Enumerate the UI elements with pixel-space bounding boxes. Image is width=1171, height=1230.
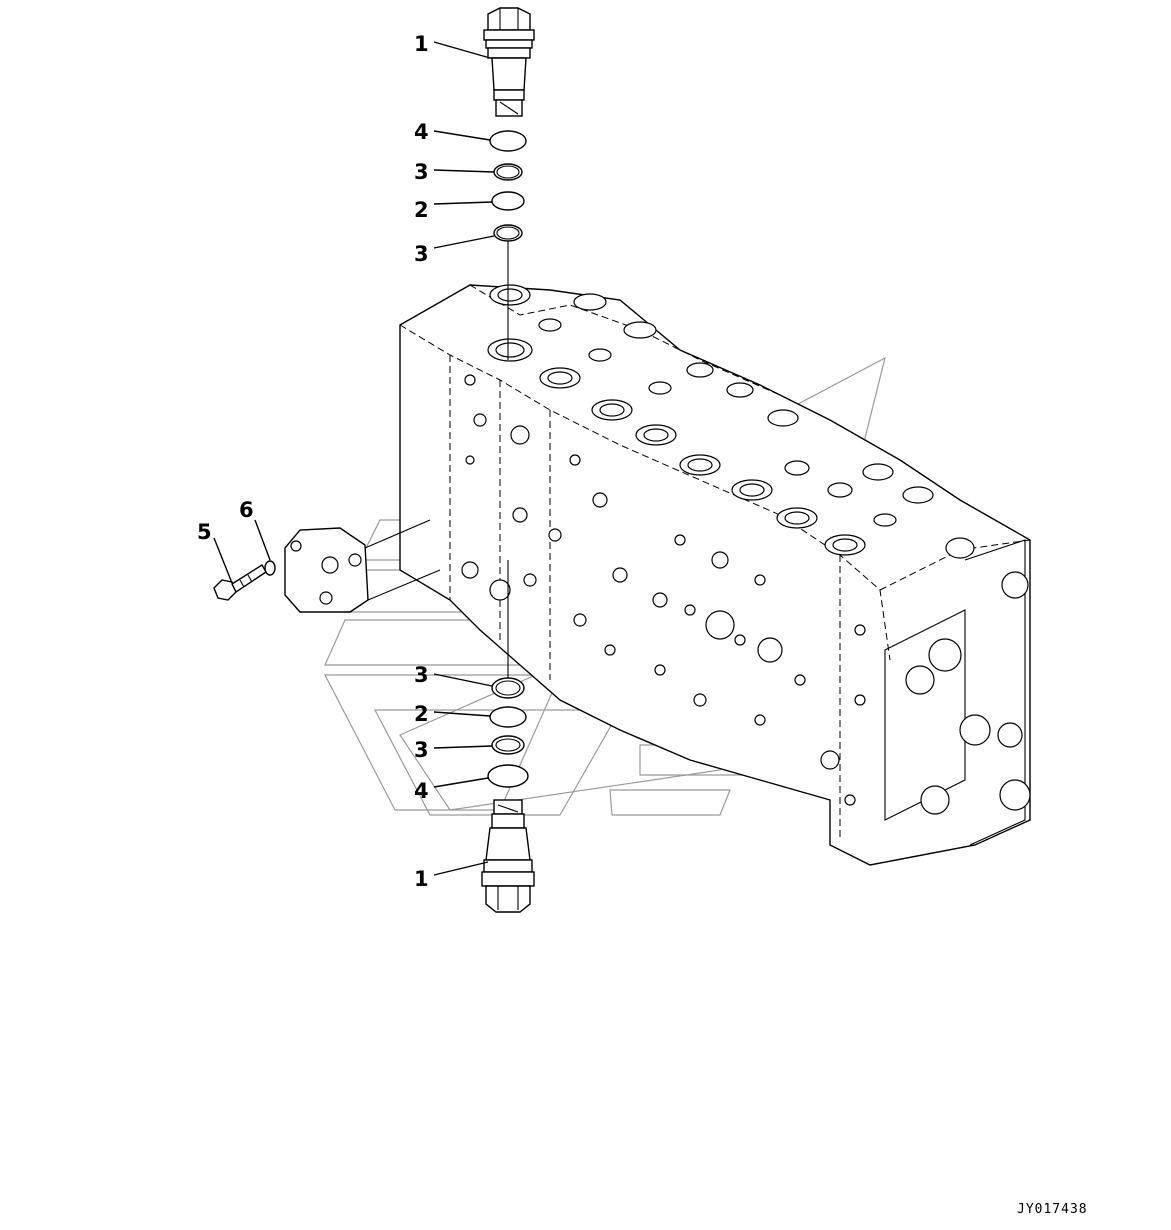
callout-top-ring-3b: 3 bbox=[414, 242, 429, 266]
bottom-plug-part-1 bbox=[481, 799, 535, 913]
top-ring-3b bbox=[493, 224, 523, 242]
top-ring-2 bbox=[491, 191, 525, 211]
valve-body bbox=[399, 284, 1031, 866]
bolt-part-5 bbox=[213, 564, 267, 601]
leader-lines bbox=[213, 41, 495, 876]
bottom-ring-2 bbox=[489, 706, 527, 728]
top-ring-4 bbox=[489, 130, 527, 152]
side-cover bbox=[284, 519, 441, 613]
washer-part-6 bbox=[264, 560, 276, 576]
callout-top-plug: 1 bbox=[414, 32, 429, 56]
callout-bottom-plug: 1 bbox=[414, 867, 429, 891]
valve-ports bbox=[487, 284, 975, 559]
callout-top-ring-3a: 3 bbox=[414, 160, 429, 184]
bottom-o-rings bbox=[487, 677, 529, 788]
callout-bottom-ring-3a: 3 bbox=[414, 663, 429, 687]
drawing-code: JY017438 bbox=[1017, 1202, 1088, 1217]
bottom-ring-4 bbox=[487, 764, 529, 788]
callout-labels: 1 4 3 2 3 5 6 3 2 3 4 1 bbox=[197, 32, 429, 891]
callout-bottom-ring-4: 4 bbox=[414, 779, 429, 803]
callout-bolt: 5 bbox=[197, 520, 212, 544]
top-plug-part-1 bbox=[483, 7, 535, 117]
callout-top-ring-2: 2 bbox=[414, 198, 429, 222]
callout-top-ring-4: 4 bbox=[414, 120, 429, 144]
callout-washer: 6 bbox=[239, 498, 254, 522]
callout-bottom-ring-3b: 3 bbox=[414, 738, 429, 762]
top-o-rings bbox=[489, 130, 527, 242]
callout-bottom-ring-2: 2 bbox=[414, 702, 429, 726]
side-holes bbox=[461, 374, 1031, 815]
